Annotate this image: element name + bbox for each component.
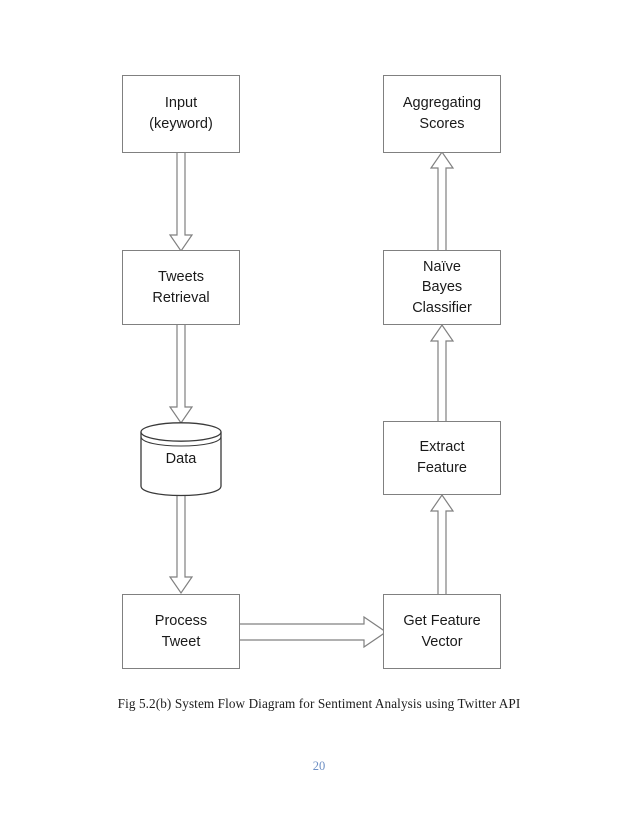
node-extract-feature-line-1: Extract bbox=[419, 439, 465, 456]
arrow-process-tweet-to-get-feature-vector bbox=[238, 614, 388, 650]
arrow-data-to-process-tweet bbox=[167, 489, 195, 597]
node-input-line-2: (keyword) bbox=[149, 116, 213, 132]
node-process-tweet-line-2: Tweet bbox=[161, 633, 201, 650]
node-aggregating-scores[interactable]: Aggregating Scores bbox=[383, 75, 501, 153]
node-naive-bayes-line-1: Naïve bbox=[423, 258, 461, 275]
node-process-tweet[interactable]: Process Tweet bbox=[122, 594, 240, 669]
page-number: 20 bbox=[312, 759, 326, 773]
node-tweets-retrieval[interactable]: Tweets Retrieval bbox=[122, 250, 240, 325]
node-aggregating-scores-line-1: Aggregating bbox=[402, 95, 482, 112]
arrow-extract-feature-to-naive-bayes bbox=[428, 322, 456, 424]
node-get-feature-vector-line-1: Get Feature bbox=[403, 612, 481, 629]
node-get-feature-vector-line-2: Vector bbox=[421, 633, 463, 650]
node-data-cylinder[interactable]: Data bbox=[139, 421, 223, 497]
arrow-naive-bayes-to-aggregating-scores bbox=[428, 149, 456, 253]
node-input-line-1: Input bbox=[164, 95, 198, 112]
node-aggregating-scores-line-2: Scores bbox=[419, 116, 465, 132]
node-naive-bayes-classifier[interactable]: Naïve Bayes Classifier bbox=[383, 250, 501, 325]
arrow-input-to-tweets-retrieval bbox=[167, 149, 195, 255]
node-process-tweet-line-1: Process bbox=[154, 612, 208, 629]
node-data-label: Data bbox=[165, 451, 197, 467]
arrow-tweets-retrieval-to-data bbox=[167, 322, 195, 427]
node-extract-feature[interactable]: Extract Feature bbox=[383, 421, 501, 495]
database-icon bbox=[140, 422, 222, 497]
node-naive-bayes-line-3: Classifier bbox=[412, 299, 472, 316]
arrow-get-feature-vector-to-extract-feature bbox=[428, 492, 456, 597]
node-tweets-retrieval-line-2: Retrieval bbox=[152, 289, 210, 306]
figure-caption: Fig 5.2(b) System Flow Diagram for Senti… bbox=[117, 696, 521, 711]
node-extract-feature-line-2: Feature bbox=[417, 460, 467, 476]
node-get-feature-vector[interactable]: Get Feature Vector bbox=[383, 594, 501, 669]
node-input[interactable]: Input (keyword) bbox=[122, 75, 240, 153]
node-tweets-retrieval-line-1: Tweets bbox=[158, 268, 204, 285]
node-naive-bayes-line-2: Bayes bbox=[421, 279, 463, 296]
